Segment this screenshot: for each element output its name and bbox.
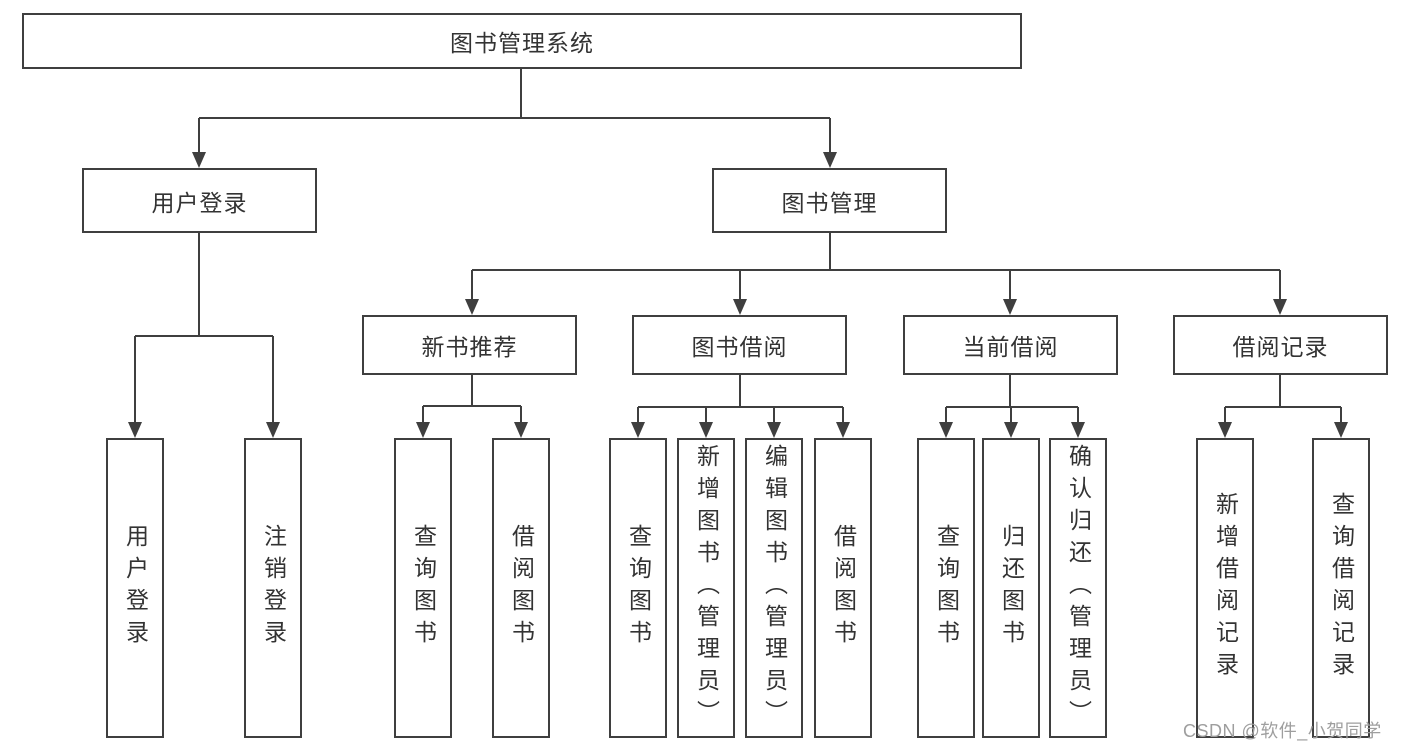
- leaf-return-book: 归还图书: [982, 438, 1040, 738]
- leaf-add-book-admin: 新增图书（管理员）: [677, 438, 735, 738]
- watermark: CSDN @软件_小贺同学: [1183, 721, 1382, 741]
- arrowheads: [128, 152, 1348, 438]
- connector-current-borrow: [945, 375, 1079, 423]
- leaf-add-borrow-record: 新增借阅记录: [1196, 438, 1254, 738]
- leaf-query-books-current: 查询图书: [917, 438, 975, 738]
- node-book-borrow: 图书借阅: [632, 315, 847, 375]
- leaf-logout: 注销登录: [244, 438, 302, 738]
- node-user-login: 用户登录: [82, 168, 317, 233]
- leaf-user-login: 用户登录: [106, 438, 164, 738]
- node-library-system: 图书管理系统: [22, 13, 1022, 69]
- connector-borrow-records: [1224, 375, 1342, 423]
- node-current-borrow: 当前借阅: [903, 315, 1118, 375]
- connector-new-book: [422, 375, 522, 423]
- leaf-borrow-books-recommend: 借阅图书: [492, 438, 550, 738]
- leaf-query-books-borrow: 查询图书: [609, 438, 667, 738]
- leaf-borrow-books: 借阅图书: [814, 438, 872, 738]
- connector-user-login: [134, 233, 274, 423]
- connector-book-management: [471, 233, 1281, 300]
- leaf-query-books-recommend: 查询图书: [394, 438, 452, 738]
- leaf-confirm-return-admin: 确认归还（管理员）: [1049, 438, 1107, 738]
- leaf-edit-book-admin: 编辑图书（管理员）: [745, 438, 803, 738]
- node-new-book-recommend: 新书推荐: [362, 315, 577, 375]
- leaf-query-borrow-record: 查询借阅记录: [1312, 438, 1370, 738]
- node-borrow-records: 借阅记录: [1173, 315, 1388, 375]
- connector-book-borrow: [637, 375, 844, 423]
- connector-root: [198, 69, 831, 153]
- node-book-management: 图书管理: [712, 168, 947, 233]
